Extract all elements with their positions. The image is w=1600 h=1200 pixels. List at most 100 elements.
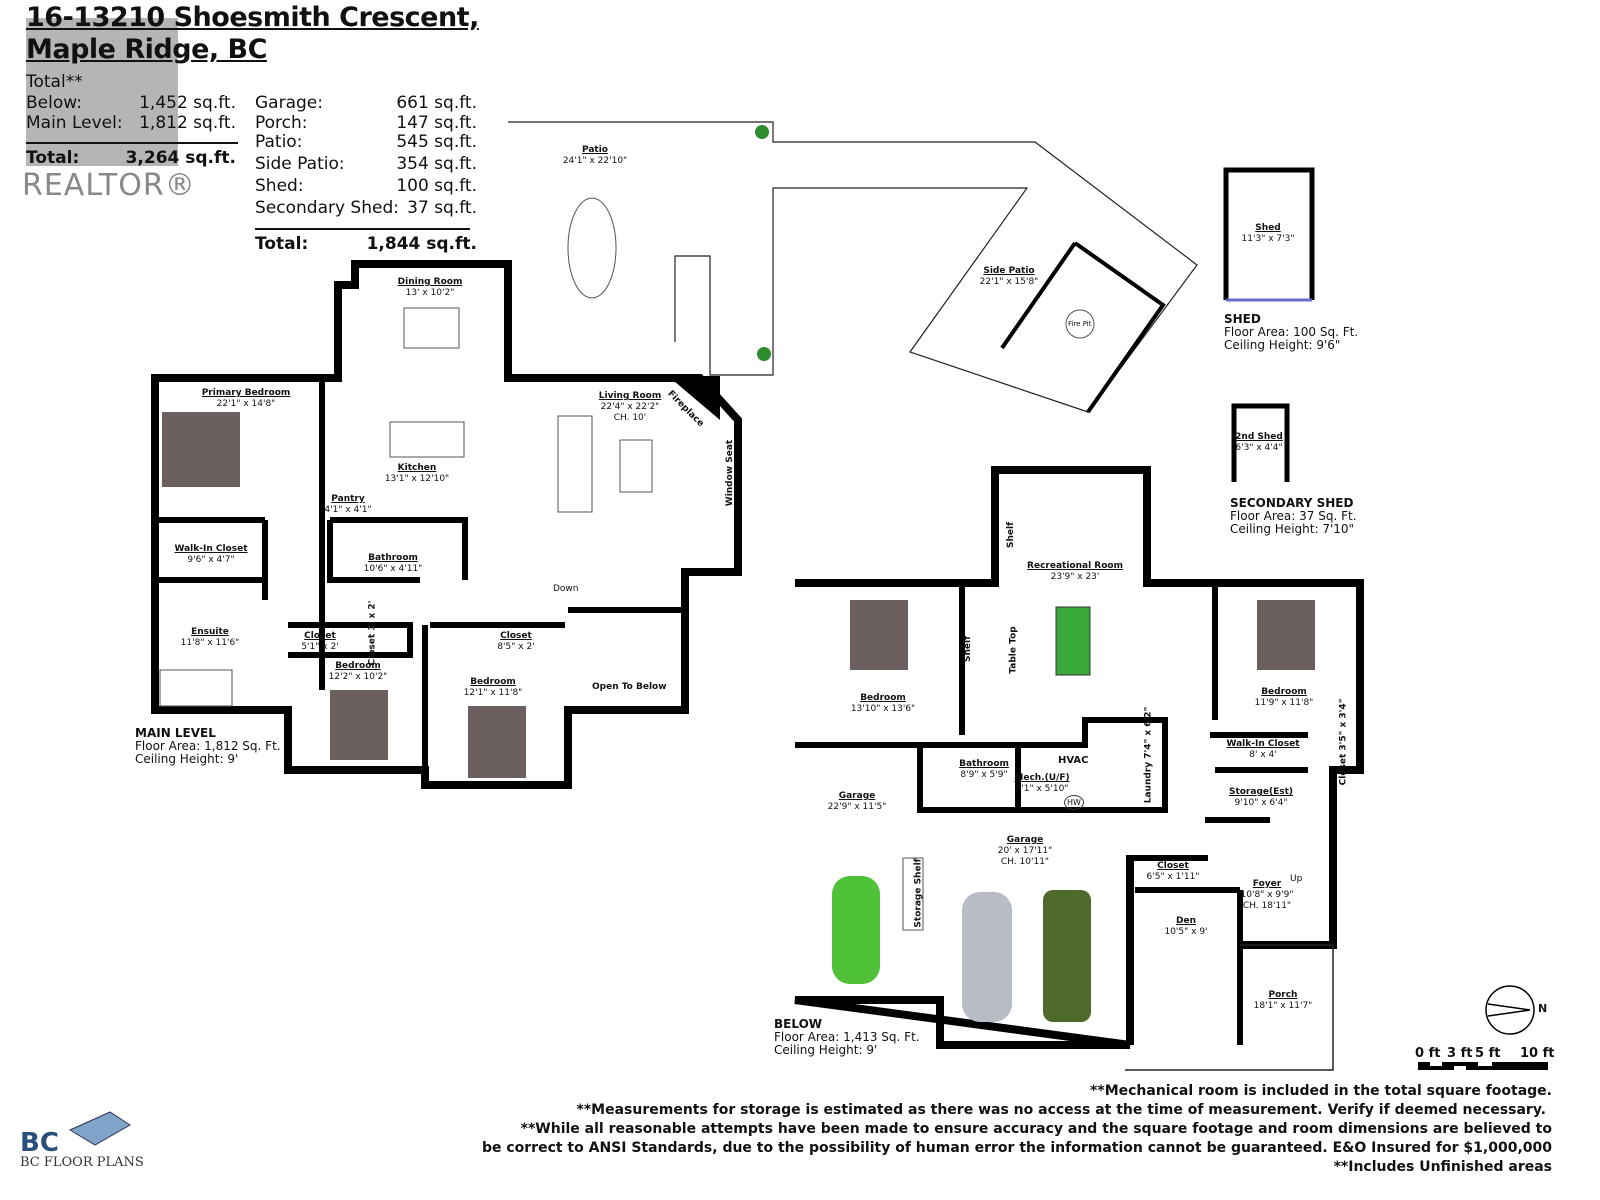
fire-pit <box>1065 309 1095 339</box>
label: Total: <box>255 234 309 254</box>
realtor-logo-text: REALTOR® <box>22 168 196 203</box>
footnote: **Mechanical room is included in the tot… <box>1090 1083 1552 1099</box>
summary-row: Porch:147 sq.ft. <box>255 113 477 133</box>
stairs-down-label: Down <box>553 584 579 594</box>
value: 3,264 sq.ft. <box>125 148 236 168</box>
porch-outline <box>1125 944 1334 1071</box>
bed-icon <box>1257 600 1315 670</box>
summary-row: Secondary Shed:37 sq.ft. <box>255 198 477 218</box>
shelf-label: Shelf <box>963 636 973 662</box>
car-olive <box>1043 890 1091 1022</box>
label: Total: <box>26 148 80 168</box>
divider <box>255 228 470 230</box>
summary-row: Below: 1,452 sq.ft. <box>26 93 236 113</box>
value: 354 sq.ft. <box>396 154 477 174</box>
value: 1,812 sq.ft. <box>139 113 236 133</box>
address-line-2: Maple Ridge, BC <box>26 34 267 65</box>
label: Porch: <box>255 113 308 133</box>
realtor-logo-mark <box>26 18 178 166</box>
car-green <box>832 876 880 984</box>
bed-icon <box>162 412 240 487</box>
shelf-label: Shelf <box>1006 522 1016 548</box>
interior-walls <box>155 378 685 770</box>
bc-floor-plans-logo-text: BC FLOOR PLANS <box>20 1155 144 1170</box>
sofa <box>557 415 593 513</box>
value: 37 sq.ft. <box>407 198 477 218</box>
footnote: be correct to ANSI Standards, due to the… <box>481 1140 1552 1156</box>
hvac-label: HVAC <box>1058 755 1089 766</box>
scale-label: 0 ft <box>1415 1046 1441 1061</box>
summary-row: Main Level: 1,812 sq.ft. <box>26 113 236 133</box>
patio-outline <box>508 121 1198 413</box>
foosball-table <box>1055 606 1091 676</box>
room-label-closet-vertical: Closet 3'5" x 3'4" <box>1338 698 1349 786</box>
room-label-storage: Storage(Est)9'10" x 6'4" <box>1228 787 1294 808</box>
side-patio-rail <box>1000 241 1166 414</box>
footnote: **Includes Unfinished areas <box>1333 1159 1552 1175</box>
bc-floor-plans-logo-mark <box>68 1111 131 1146</box>
stairs-up-label: Up <box>1290 874 1303 884</box>
summary-row: Side Patio: 354 sq.ft. <box>255 154 477 174</box>
kitchen-island <box>389 421 465 458</box>
footnote: **While all reasonable attempts have bee… <box>520 1121 1552 1137</box>
value: 1,452 sq.ft. <box>139 93 236 113</box>
patio-table <box>567 197 617 299</box>
plant-icon <box>757 347 771 361</box>
address-line-1: 16-13210 Shoesmith Crescent, <box>26 2 479 33</box>
scale-label: 10 ft <box>1520 1046 1555 1061</box>
table-top-label: Table Top <box>1008 626 1019 674</box>
divider <box>26 142 238 144</box>
value: 545 sq.ft. <box>396 132 477 152</box>
interior-walls <box>795 583 1308 1045</box>
fireplace <box>668 376 720 420</box>
room-label-closet-vertical: Closet 3' x 2' <box>367 600 378 666</box>
label: Below: <box>26 93 82 113</box>
scale-bar <box>1418 1062 1548 1070</box>
bc-logo-letters: BC <box>20 1128 59 1158</box>
summary-total: Total:1,844 sq.ft. <box>255 234 477 254</box>
bed-icon <box>330 690 388 760</box>
value: 661 sq.ft. <box>396 93 477 113</box>
fire-pit-label: Fire Pit <box>1068 320 1092 328</box>
summary-row: Patio:545 sq.ft. <box>255 132 477 152</box>
label: Shed: <box>255 176 304 196</box>
shed2-walls <box>1231 403 1290 482</box>
summary-row: Garage:661 sq.ft. <box>255 93 477 113</box>
label: Side Patio: <box>255 154 345 174</box>
below-level-walls <box>794 466 1364 1049</box>
main-level-walls <box>151 260 742 789</box>
summary-total: Total: 3,264 sq.ft. <box>26 148 236 168</box>
open-to-below-label: Open To Below <box>592 682 667 692</box>
car-silver <box>962 892 1012 1022</box>
storage-shelf <box>902 857 924 931</box>
scale-label: 5 ft <box>1475 1046 1501 1061</box>
label: Main Level: <box>26 113 123 133</box>
summary-row: Shed:100 sq.ft. <box>255 176 477 196</box>
room-label-laundry: Laundry 7'4" x 6'2" <box>1143 706 1154 804</box>
